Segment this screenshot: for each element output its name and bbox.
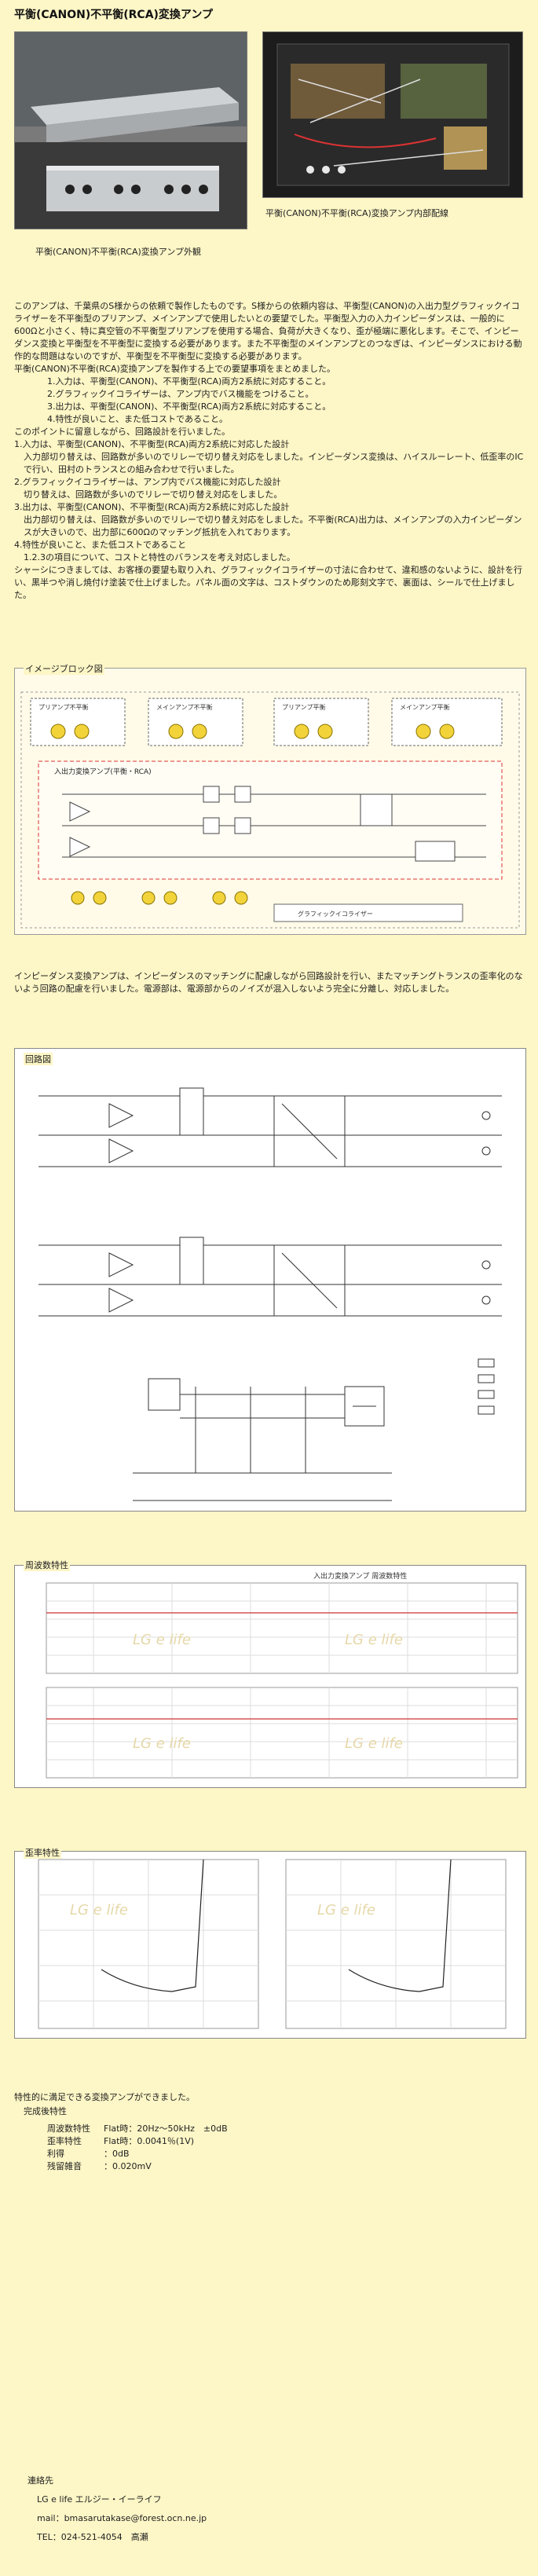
exterior-caption: 平衡(CANON)不平衡(RCA)変換アンプ外観	[35, 247, 202, 257]
block-diagram: プリアンプ不平衡 メインアンプ不平衡 プリアンプ平衡 メインアンプ平衡 入出力変…	[14, 668, 526, 935]
exterior-photo	[14, 31, 247, 229]
page-title: 平衡(CANON)不平衡(RCA)変換アンプ	[14, 9, 213, 21]
interior-photo	[262, 31, 523, 198]
box-pre-unbal-label: プリアンプ不平衡	[38, 703, 88, 711]
intro-paragraph-2: 平衡(CANON)不平衡(RCA)変換アンプを製作する上での要望事項をまとめまし…	[14, 364, 336, 374]
design-1-heading: 1.入力は、平衡型(CANON)、不平衡型(RCA)両方2系統に対応した設計	[14, 439, 290, 449]
contact-mail[interactable]: mail：bmasarutakase@forest.ocn.ne.jp	[37, 2513, 207, 2523]
requirement-2: 2.グラフィックイコライザーは、アンプ内でバス機能をつけること。	[47, 389, 314, 399]
contact: 連絡先 LG e life エルジー・イーライフ mail：bmasarutak…	[27, 2475, 538, 2544]
box-pre-bal-label: プリアンプ平衡	[282, 703, 325, 711]
intro-paragraph-4: シャーシにつきましては、お客様の要望も取り入れ、グラフィックイコライザーの寸法に…	[14, 565, 523, 600]
dist-watermark-2: LG e life	[317, 1902, 375, 1918]
design-3-heading: 3.出力は、平衡型(CANON)、不平衡型(RCA)両方2系統に対応した設計	[14, 502, 290, 512]
design-2-heading: 2.グラフィックイコライザーは、アンプ内でバス機能に対応した設計	[14, 477, 281, 487]
design-1-body: 入力部切り替えは、回路数が多いのでリレーで切り替え対応をしました。インピーダンス…	[24, 452, 524, 475]
intro-paragraph-1: このアンプは、千葉県のS様からの依頼で製作したものです。S様からの依頼内容は、平…	[14, 301, 522, 361]
box-main-unbal-label: メインアンプ不平衡	[156, 703, 212, 711]
summary-heading: 完成後特性	[24, 2106, 67, 2116]
design-4-heading: 4.特性が良いこと、また低コストであること	[14, 540, 186, 550]
freq-watermark-1: LG e life	[133, 1632, 191, 1648]
contact-company: LG e life エルジー・イーライフ	[37, 2494, 162, 2505]
requirement-1: 1.入力は、平衡型(CANON)、不平衡型(RCA)両方2系統に対応すること。	[47, 376, 331, 387]
distortion-chart: LG e life LG e life	[14, 1851, 526, 2039]
summary-text: 特性的に満足できる変換アンプができました。	[14, 2092, 196, 2102]
freq-watermark-3: LG e life	[133, 1735, 191, 1752]
converter-title: 入出力変換アンプ(平衡・RCA)	[54, 767, 152, 776]
circuit-label: 回路図	[24, 1053, 53, 1065]
block-diagram-label: イメージブロック図	[24, 662, 104, 675]
design-4-body: 1.2.3の項目について、コストと特性のバランスを考え対応しました。	[24, 552, 295, 562]
block-note: インピーダンス変換アンプは、インピーダンスのマッチングに配慮しながら回路設計を行…	[14, 971, 523, 994]
requirement-4: 4.特性が良いこと、また低コストであること。	[47, 414, 228, 424]
distortion-curve-right	[348, 1859, 452, 1992]
distortion-curve-left	[101, 1859, 204, 1992]
contact-tel: TEL：024-521-4054 高瀬	[37, 2532, 148, 2542]
circuit-diagram	[14, 1048, 526, 1512]
contact-heading: 連絡先	[27, 2475, 53, 2486]
intro-text: このアンプは、千葉県のS様からの依頼で製作したものです。S様からの依頼内容は、平…	[14, 300, 525, 602]
design-3-body: 出力部切り替えは、回路数が多いのでリレーで切り替え対応をしました。不平衡(RCA…	[24, 515, 522, 537]
interior-caption: 平衡(CANON)不平衡(RCA)変換アンプ内部配線	[265, 208, 449, 218]
design-2-body: 切り替えは、回路数が多いのでリレーで切り替え対応をしました。	[24, 489, 283, 500]
geq-box	[273, 903, 463, 922]
box-main-bal-label: メインアンプ平衡	[400, 703, 449, 711]
freq-watermark-2: LG e life	[345, 1632, 403, 1648]
dist-watermark-1: LG e life	[70, 1902, 128, 1918]
geq-label: グラフィックイコライザー	[298, 910, 373, 918]
spec-row: 利得：0dB	[47, 2149, 130, 2159]
requirement-3: 3.出力は、平衡型(CANON)、不平衡型(RCA)両方2系統に対応すること。	[47, 401, 331, 412]
frequency-response-chart: 入出力変換アンプ 周波数特性 LG e life LG e life LG e …	[14, 1565, 526, 1788]
freq-chart-title: 入出力変換アンプ 周波数特性	[313, 1571, 407, 1581]
freq-watermark-4: LG e life	[345, 1735, 403, 1752]
intro-paragraph-3: このポイントに留意しながら、回路設計を行いました。	[14, 427, 230, 437]
spec-row: 残留雑音：0.020mV	[47, 2161, 152, 2171]
frequency-label: 周波数特性	[24, 1559, 70, 1571]
distortion-label: 歪率特性	[24, 1846, 61, 1859]
